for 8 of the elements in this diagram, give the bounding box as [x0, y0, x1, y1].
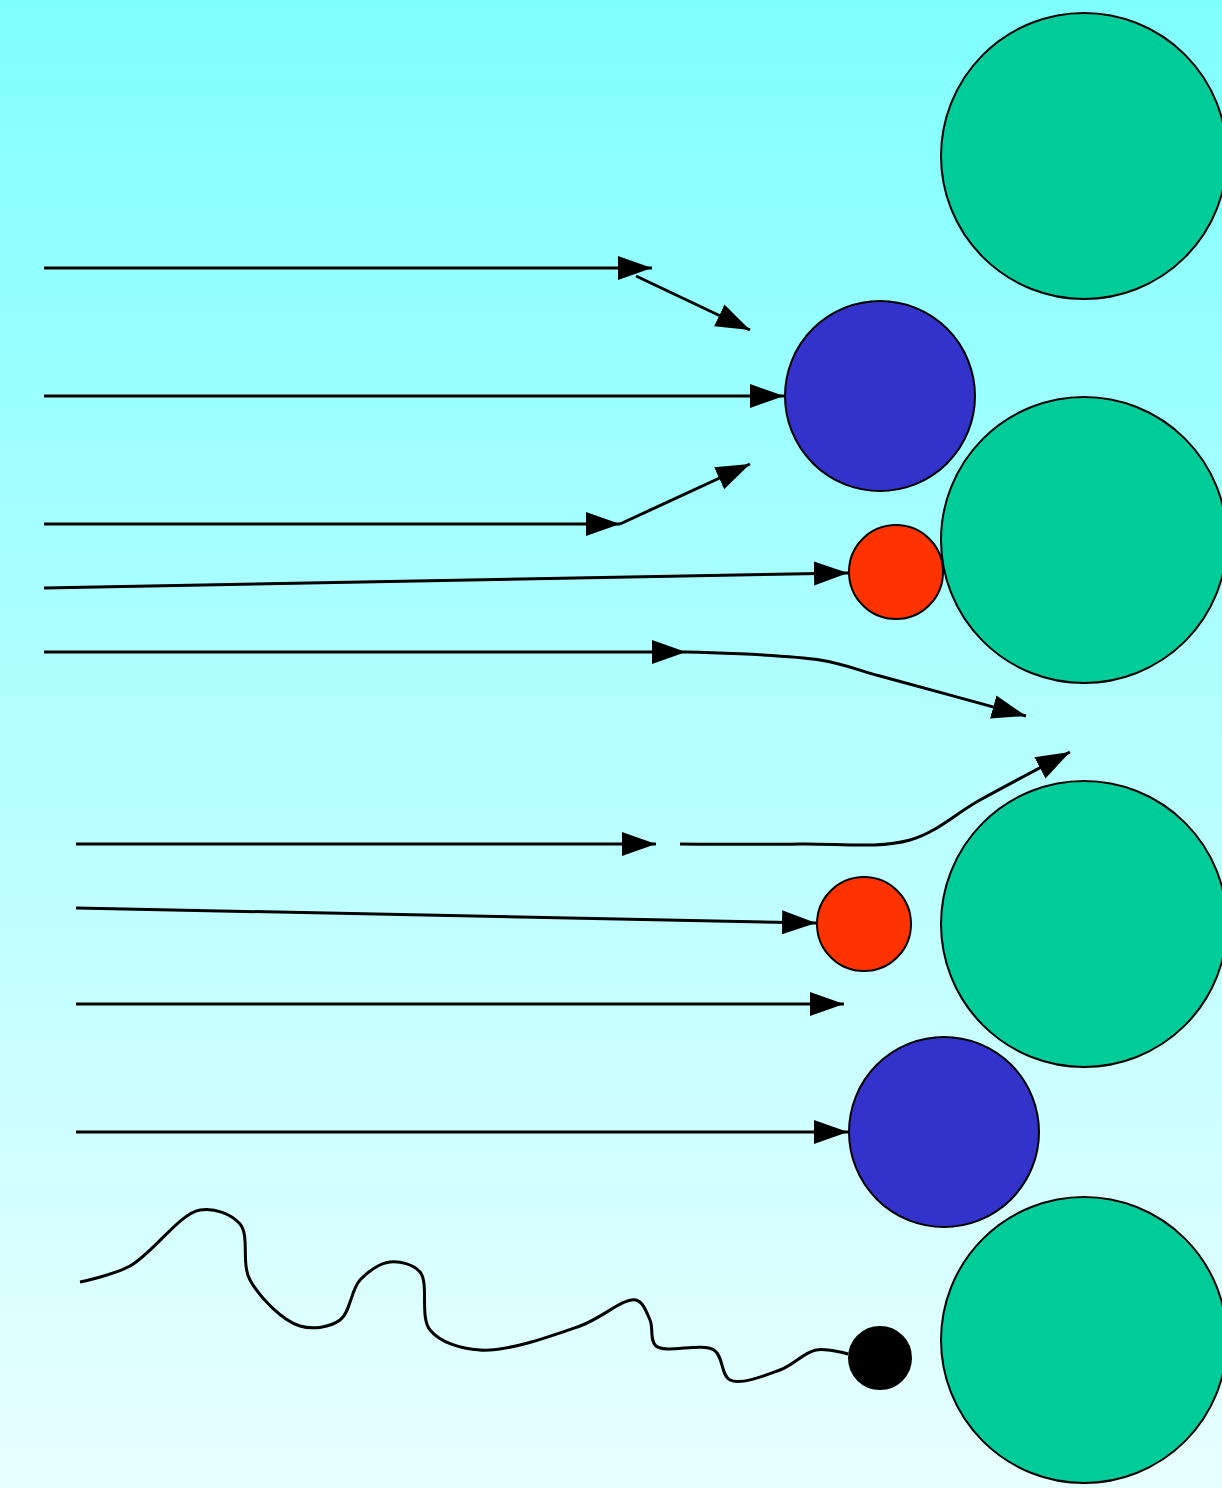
tiny-particle: [848, 1326, 912, 1390]
trajectory-line: [79, 1208, 849, 1383]
small-particle: [816, 876, 912, 972]
trajectory-arrow: [75, 906, 817, 935]
trajectory-arrow: [43, 561, 849, 590]
trajectory-arrow: [76, 1120, 848, 1144]
small-particle: [848, 524, 944, 620]
trajectory-arrow: [44, 384, 784, 408]
